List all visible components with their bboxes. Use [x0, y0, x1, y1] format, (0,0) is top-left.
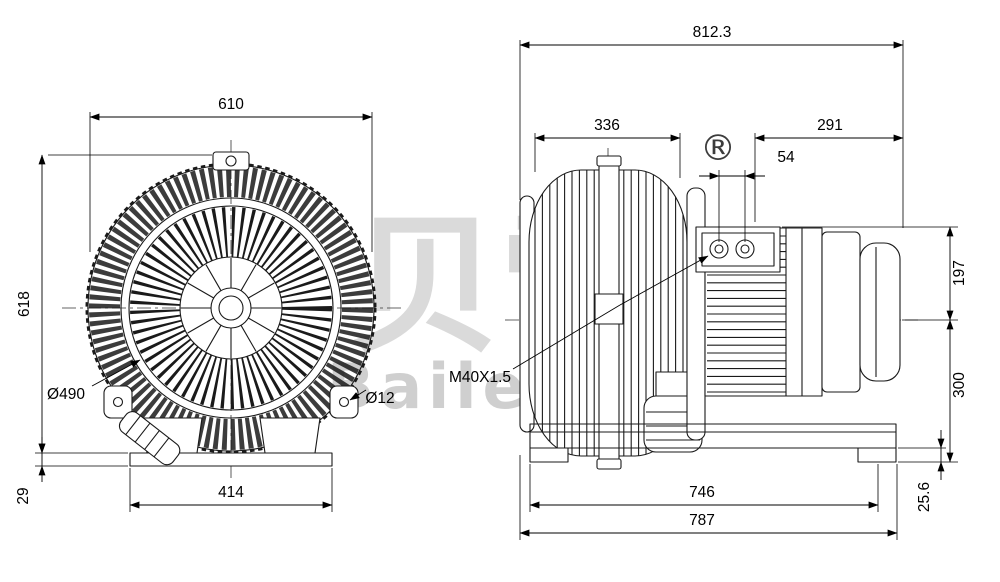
dim-787: 787 — [519, 455, 898, 540]
right-tab-hole — [338, 396, 350, 408]
shaft-bore-circle — [218, 295, 244, 321]
cable-gland-left-hole — [714, 244, 724, 254]
dim-label-dia12: Ø12 — [365, 390, 394, 407]
muffler-fins — [125, 415, 170, 458]
dim-label-787: 787 — [689, 512, 715, 529]
base-pad-right — [857, 447, 897, 463]
dim-label-291: 291 — [817, 117, 843, 134]
dim-746: 746 — [529, 464, 879, 512]
dim-label-610: 610 — [218, 96, 244, 113]
top-clamp — [596, 155, 622, 167]
dim-54: 54 — [699, 149, 795, 242]
side-view: 812.3 336 291 54 197 — [449, 24, 968, 540]
dim-336: 336 — [534, 117, 681, 178]
dim-label-29: 29 — [15, 487, 32, 504]
right-foot — [259, 417, 321, 454]
intake-muffler — [118, 411, 181, 466]
front-view: 610 618 29 414 Ø490 — [15, 96, 402, 512]
motor-flange-adapter — [686, 187, 706, 441]
base-rail — [529, 423, 897, 449]
dim-414: 414 — [129, 468, 333, 512]
motor-end-shield — [821, 231, 861, 393]
muffler-body — [118, 411, 181, 466]
dim-618: 618 — [16, 154, 212, 454]
bottom-clamp — [596, 458, 622, 470]
dim-300: 300 — [898, 319, 968, 463]
top-boss — [212, 151, 250, 171]
dim-dia12: Ø12 — [349, 389, 395, 407]
dim-label-618: 618 — [16, 291, 33, 317]
dim-291: 291 — [754, 117, 904, 222]
dim-dia490: Ø490 — [47, 359, 141, 403]
dim-label-197: 197 — [951, 260, 968, 286]
dim-610: 610 — [89, 96, 373, 252]
dim-label-414: 414 — [218, 484, 244, 501]
hub-cover — [594, 293, 624, 325]
base-pad-left — [529, 447, 569, 463]
registered-trademark-symbol: ® — [700, 128, 736, 169]
dim-label-300: 300 — [951, 372, 968, 398]
left-mounting-tab — [103, 385, 133, 419]
motor-end-bell — [859, 242, 901, 382]
dim-812: 812.3 — [519, 24, 904, 228]
housing-scalloped-edge — [85, 162, 377, 454]
housing-band-circle — [128, 205, 334, 411]
dim-m40: M40X1.5 — [449, 255, 709, 386]
dim-label-336: 336 — [594, 117, 620, 134]
cable-gland-left — [709, 239, 729, 259]
dim-label-25-6: 25.6 — [916, 482, 933, 512]
cable-gland-right — [735, 239, 755, 259]
impeller-blade-ring — [130, 207, 332, 409]
dim-label-dia490: Ø490 — [47, 386, 85, 403]
dim-label-54: 54 — [777, 149, 795, 166]
top-boss-hole — [225, 155, 237, 167]
dim-25-6: 25.6 — [898, 430, 946, 512]
hub-circle — [210, 287, 252, 329]
dim-label-812: 812.3 — [693, 24, 732, 41]
terminal-box-inner — [701, 232, 775, 267]
fin-ring-inner-circle — [120, 197, 342, 419]
impeller-inner-circle — [179, 256, 283, 360]
left-tab-hole — [112, 396, 124, 408]
right-mounting-tab — [329, 385, 359, 419]
outer-cooling-fin-ring — [89, 166, 373, 450]
base-plate — [129, 452, 333, 467]
discharge-pipe — [655, 371, 691, 399]
dim-29: 29 — [15, 437, 128, 505]
dim-label-m40: M40X1.5 — [449, 369, 511, 386]
impeller-spokes — [181, 258, 281, 358]
dim-label-746: 746 — [689, 484, 715, 501]
cable-gland-right-hole — [740, 244, 750, 254]
